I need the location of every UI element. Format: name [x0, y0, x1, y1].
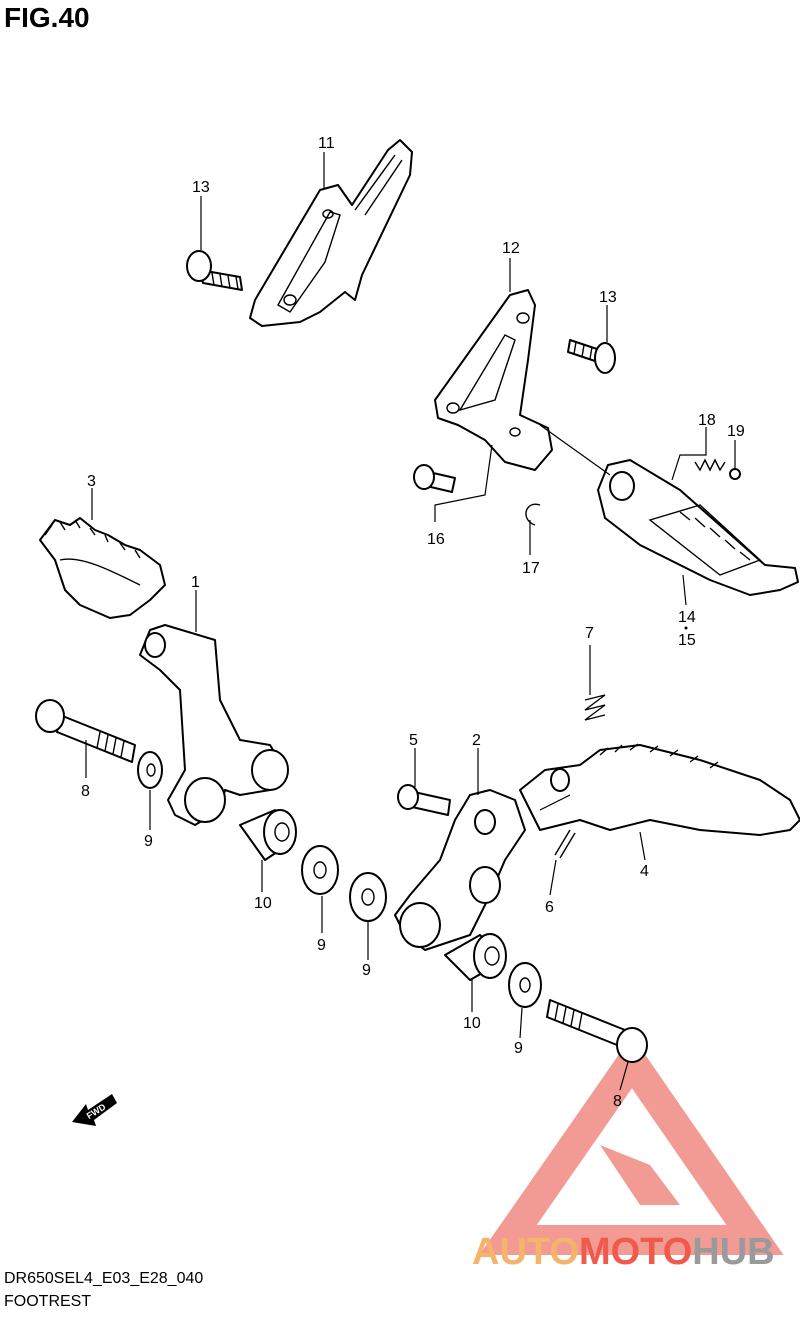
callout-13-right: 13 — [599, 289, 617, 306]
callout-9-a: 9 — [144, 833, 153, 850]
callout-10-a: 10 — [254, 895, 272, 912]
watermark-moto: MOTO — [579, 1231, 692, 1273]
watermark-wordmark: AUTOMOTOHUB — [472, 1231, 775, 1273]
callout-17: 17 — [522, 560, 540, 577]
part-9-washer-c — [349, 872, 387, 922]
watermark-hub: HUB — [692, 1231, 774, 1273]
part-7-spring — [584, 694, 606, 721]
part-16-pin — [413, 464, 456, 493]
part-1-bracket — [139, 624, 289, 826]
callout-9-b: 9 — [317, 937, 326, 954]
callout-18: 18 — [698, 412, 716, 429]
part-9-washer-b — [301, 845, 339, 895]
part-17-clip — [525, 503, 541, 526]
figure-title: FIG.40 — [4, 2, 90, 33]
callout-3: 3 — [87, 473, 96, 490]
part-2-bracket — [394, 789, 526, 951]
callout-16: 16 — [427, 531, 445, 548]
callout-6: 6 — [545, 899, 554, 916]
callout-13-upper: 13 — [192, 179, 210, 196]
part-18-spring — [694, 458, 726, 472]
fwd-direction-marker: FWD — [72, 1094, 117, 1126]
part-13-bolt-right — [567, 339, 616, 374]
leader-lines — [85, 152, 736, 1091]
callout-4: 4 — [640, 863, 649, 880]
fwd-arrow-icon — [72, 1094, 117, 1126]
callout-11: 11 — [318, 135, 335, 152]
part-13-bolt-upper — [186, 250, 243, 291]
callout-separator-dot — [684, 626, 688, 630]
callout-1: 1 — [191, 574, 200, 591]
part-4-footpeg — [519, 743, 800, 836]
callout-5: 5 — [409, 732, 418, 749]
diagram-code: DR650SEL4_E03_E28_040 — [4, 1270, 204, 1287]
part-3-footpeg — [39, 517, 166, 619]
callout-12: 12 — [502, 240, 520, 257]
part-11-bracket — [249, 139, 413, 327]
callout-7: 7 — [585, 625, 594, 642]
watermark-inner-shape — [600, 1145, 680, 1205]
watermark-auto: AUTO — [472, 1231, 579, 1273]
callout-labels: 11 13 12 13 18 19 16 17 14 15 3 1 8 9 10… — [81, 135, 745, 1110]
part-19-ball — [729, 468, 741, 480]
diagram-name: FOOTREST — [4, 1293, 92, 1310]
callout-9-c: 9 — [362, 962, 371, 979]
part-8-bolt-left — [35, 699, 136, 763]
part-5-pin — [397, 784, 451, 816]
watermark-triangle — [479, 1035, 784, 1255]
callout-2: 2 — [472, 732, 481, 749]
part-10-bushing-a — [239, 809, 297, 861]
callout-8-right: 8 — [613, 1093, 622, 1110]
callout-15: 15 — [678, 632, 696, 649]
callout-9-d: 9 — [514, 1040, 523, 1057]
part-9-washer-d — [508, 962, 542, 1008]
part-10-bushing-b — [444, 933, 507, 981]
part-9-washer-a — [137, 751, 163, 789]
part-6-cotter-pin — [554, 829, 576, 859]
callout-8-left: 8 — [81, 783, 90, 800]
callout-14: 14 — [678, 609, 696, 626]
callout-19: 19 — [727, 423, 745, 440]
callout-10-b: 10 — [463, 1015, 481, 1032]
part-8-bolt-right — [546, 999, 648, 1063]
part-12-bracket — [434, 289, 553, 471]
watermark-logo — [479, 1035, 784, 1255]
part-14-15-footpeg — [597, 459, 799, 596]
